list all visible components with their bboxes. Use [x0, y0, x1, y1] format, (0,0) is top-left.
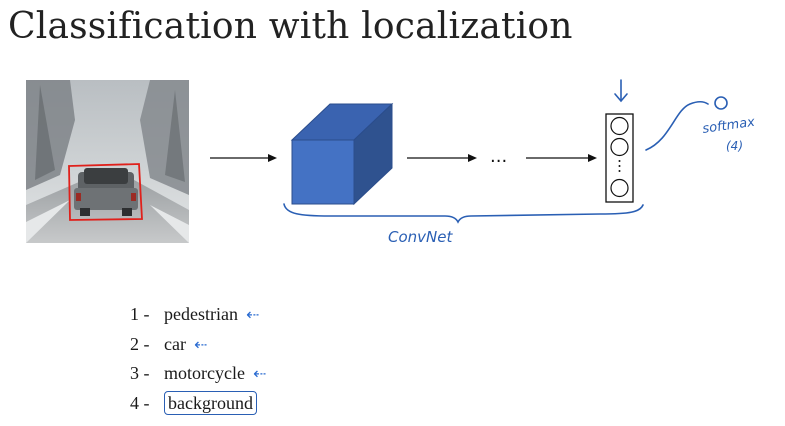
list-number: 4 - [130, 389, 164, 419]
class-label-background: background [164, 391, 257, 415]
list-number: 2 - [130, 330, 164, 360]
list-number: 3 - [130, 359, 164, 389]
list-item: 4 - background [130, 389, 266, 419]
arrow-dots-to-output [526, 154, 597, 162]
left-arrow-icon: ⇠ [246, 300, 259, 330]
list-item: 3 - motorcycle ⇠ [130, 359, 266, 389]
list-item: 2 - car ⇠ [130, 330, 266, 360]
softmax-count: (4) [726, 139, 743, 153]
output-vector [606, 114, 633, 202]
convnet-label: ConvNet [388, 228, 453, 246]
ellipsis-dots: ... [490, 146, 507, 167]
convnet-cube [292, 104, 392, 204]
class-label-pedestrian: pedestrian [164, 300, 238, 330]
arrow-cnn-to-dots [407, 154, 477, 162]
class-label-motorcycle: motorcycle [164, 359, 245, 389]
left-arrow-icon: ⇠ [253, 359, 266, 389]
class-label-car: car [164, 330, 186, 360]
down-arrow-annotation [615, 80, 627, 101]
list-item: 1 - pedestrian ⇠ [130, 300, 266, 330]
left-arrow-icon: ⇠ [194, 330, 207, 360]
class-list: 1 - pedestrian ⇠ 2 - car ⇠ 3 - motorcycl… [130, 300, 266, 418]
arrow-image-to-cnn [210, 154, 277, 162]
convnet-brace [284, 204, 643, 222]
input-image [26, 80, 189, 243]
softmax-label: softmax [701, 115, 756, 137]
list-number: 1 - [130, 300, 164, 330]
